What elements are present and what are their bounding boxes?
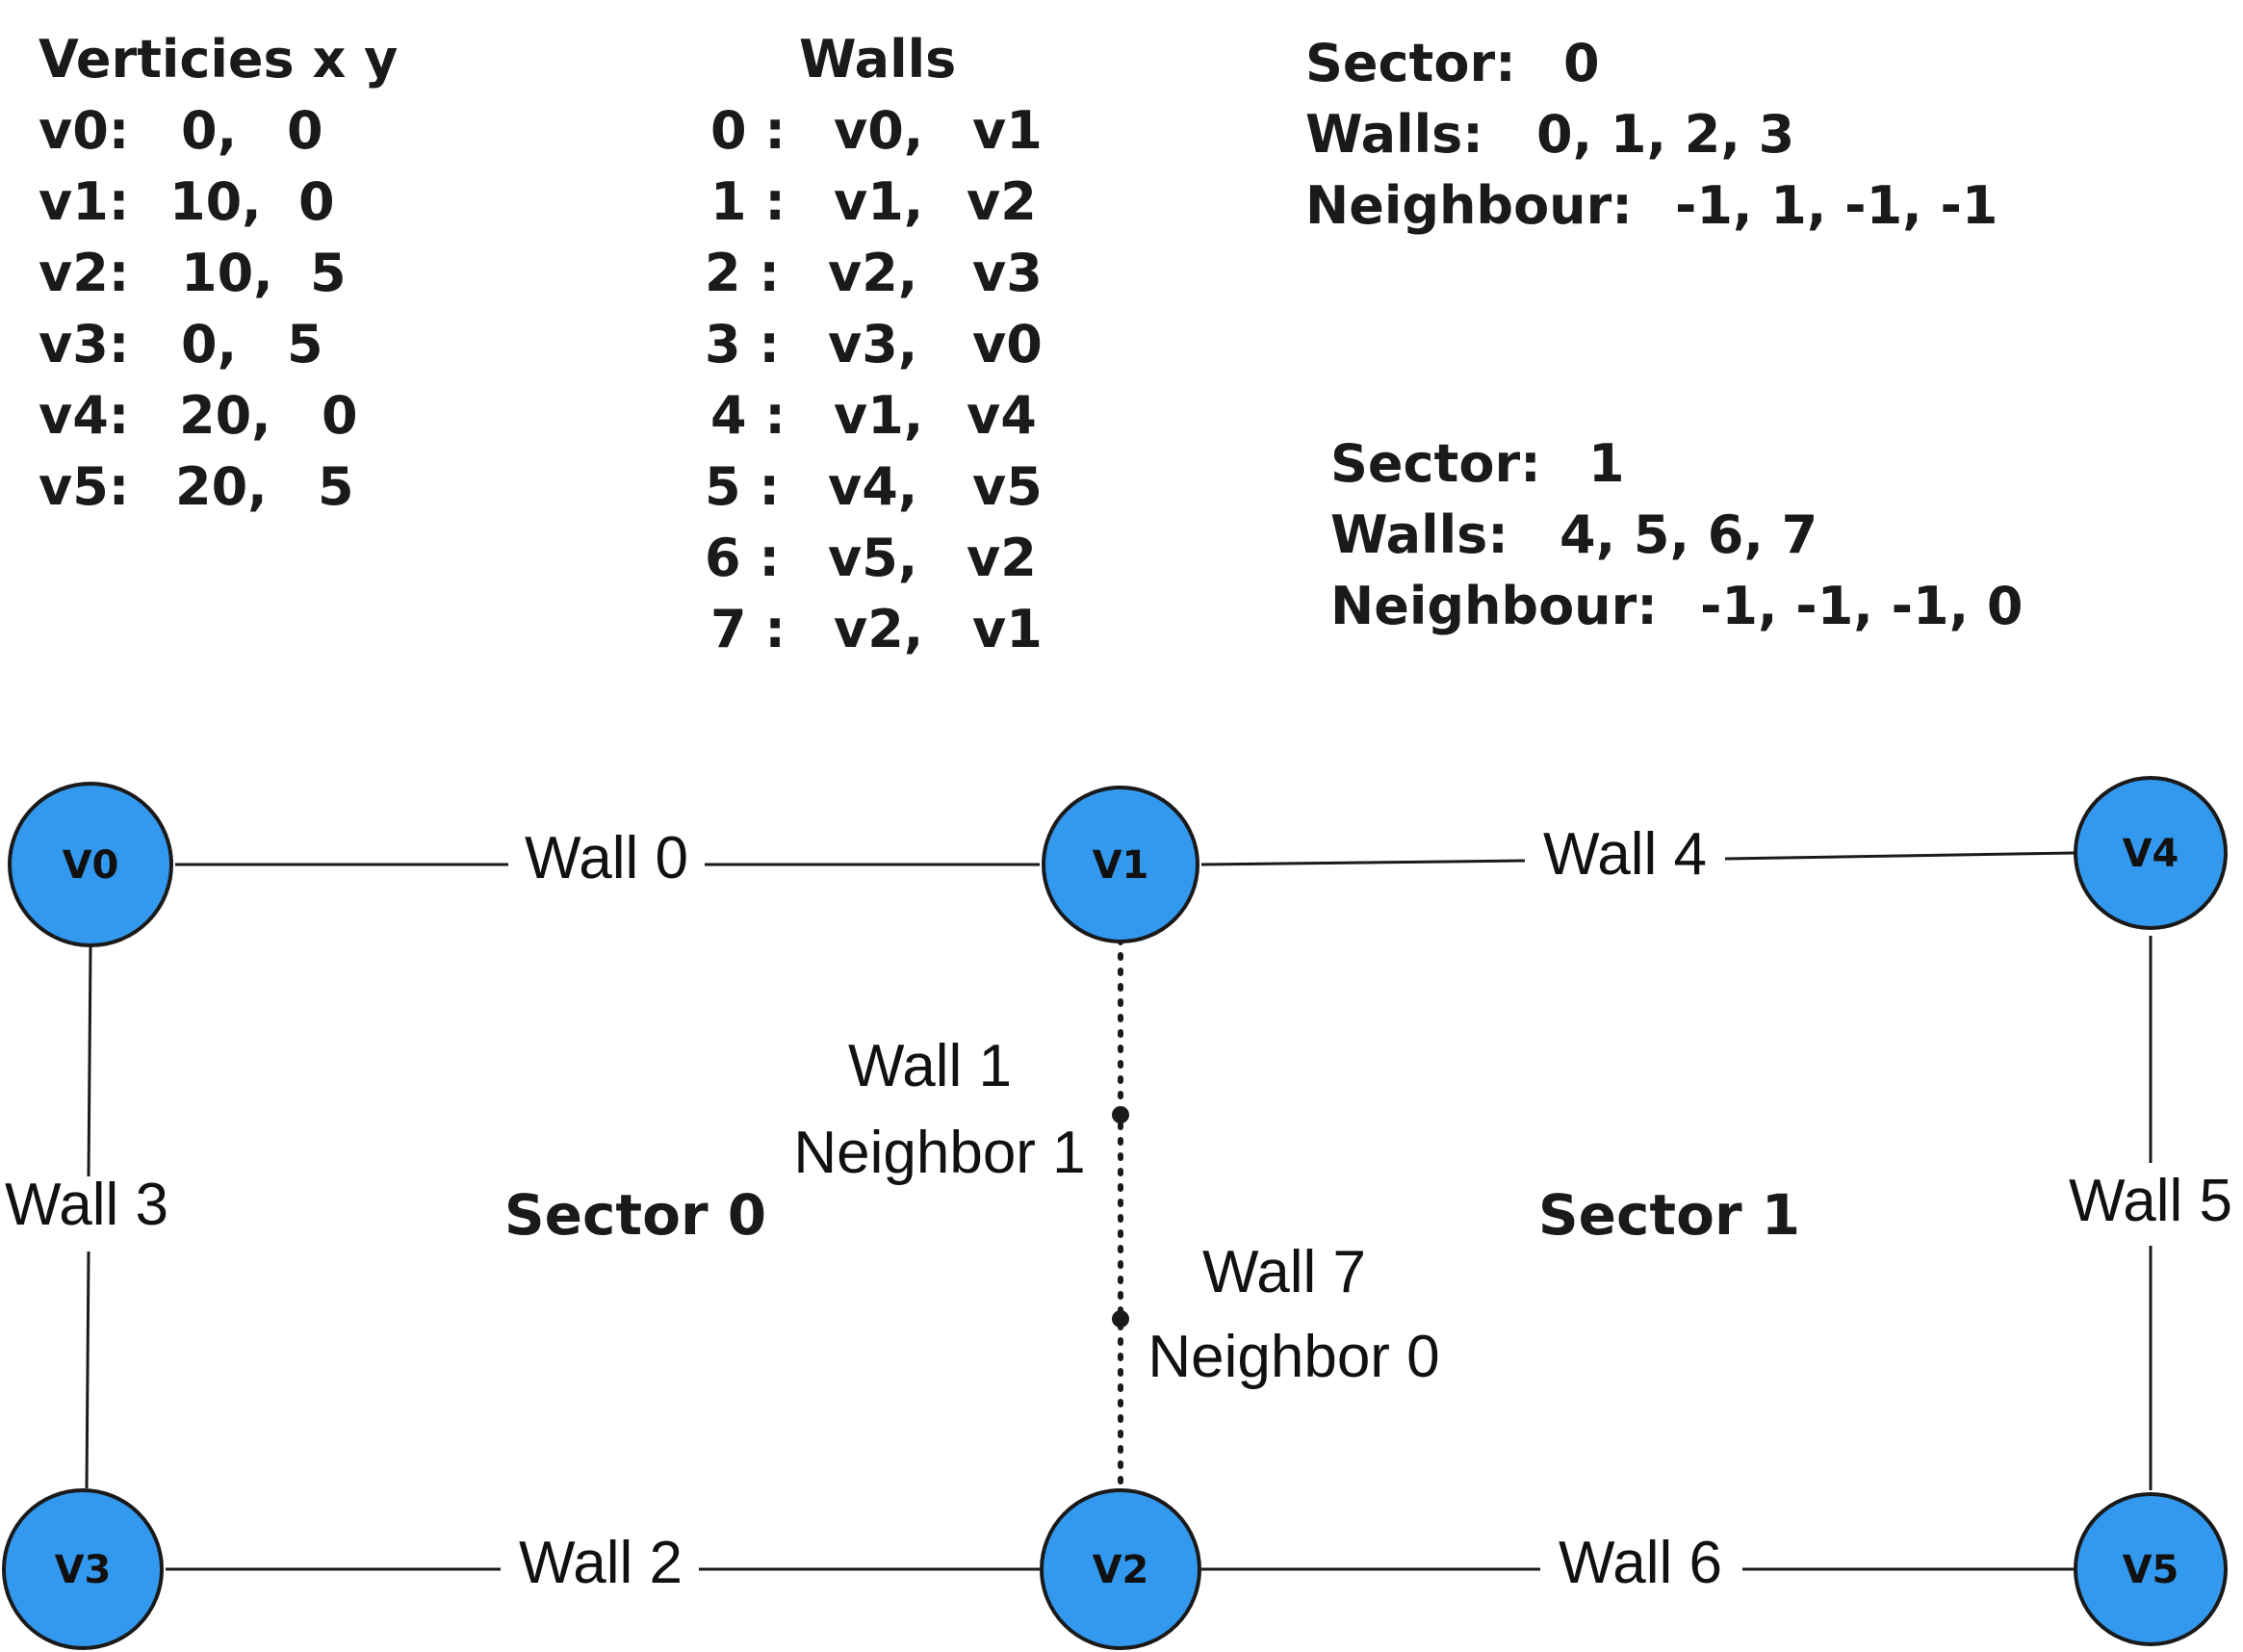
sector-0-info: Sector: 0 Walls: 0, 1, 2, 3 Neighbour: -… [1305,33,1998,236]
vertex-row-name: v0: [39,100,129,161]
sector-0-value: 0 [1563,33,1600,93]
vertex-row-x: 20, [175,456,268,517]
sector-0-neighbour-label: Neighbour: [1305,175,1633,236]
wall-7-label: Wall 7 [1202,1239,1366,1305]
wall-3-label: Wall 3 [5,1172,168,1238]
wall-row-index: 0 : [710,100,786,161]
node-v0: V0 [8,782,173,947]
vertex-row-name: v1: [39,171,129,232]
vertex-row-x: 10, [181,243,273,303]
vertices-table: Verticies x y v0: 0, 0 v1: 10, 0 v2: 10,… [39,29,398,517]
vertex-row-x: 0, [181,100,237,161]
vertex-row-y: 5 [287,314,323,374]
node-v2: V2 [1040,1488,1201,1650]
wall-row-b: v4 [967,385,1037,446]
walls-header: Walls [799,29,956,90]
sector-1-walls-label: Walls: [1330,504,1508,565]
vertex-row-x: 10, [169,171,262,232]
sector-1-region-label: Sector 1 [1538,1182,1800,1248]
wall-4-line-left [1200,859,1526,866]
wall-row-b: v2 [967,171,1037,232]
wall-1-label: Wall 1 [848,1033,1012,1099]
wall-row-b: v1 [972,100,1043,161]
node-v1-label: V1 [1093,843,1149,888]
node-v4-label: V4 [2123,832,2179,876]
wall-1-neighbor-label: Neighbor 1 [793,1120,1085,1186]
sector-0-label: Sector: [1305,33,1516,93]
vertex-row-y: 5 [318,456,354,517]
wall-row-b: v5 [972,456,1043,517]
sector-1-walls-value: 4, 5, 6, 7 [1560,504,1818,565]
sector-1-label: Sector: [1330,433,1541,494]
wall-row-index: 2 : [705,243,780,303]
wall-row-a: v0, [834,100,923,161]
vertex-row-name: v5: [39,456,129,517]
vertex-row-y: 5 [310,243,347,303]
wall-row-b: v2 [967,528,1037,588]
wall-row-index: 1 : [710,171,786,232]
vertex-row-name: v4: [39,385,129,446]
wall-row-a: v2, [834,599,923,659]
diagram-edges [85,851,2153,1571]
wall-row-a: v3, [828,314,917,374]
sector-1-value: 1 [1588,433,1625,494]
wall-row-a: v4, [828,456,917,517]
wall-row-a: v5, [828,528,917,588]
sector-0-region-label: Sector 0 [504,1182,766,1248]
node-v0-label: V0 [63,843,119,888]
wall-4-label: Wall 4 [1543,821,1707,888]
wall-row-index: 5 : [705,456,780,517]
wall-row-index: 6 : [705,528,780,588]
vertex-row-y: 0 [322,385,358,446]
node-v1: V1 [1042,786,1199,943]
wall-3-line-bottom [85,1251,90,1489]
wall-4-line-right [1724,851,2075,861]
wall-row-a: v2, [828,243,917,303]
wall-row-a: v1, [834,171,923,232]
vertex-row-name: v3: [39,314,129,374]
wall-row-index: 4 : [710,385,786,446]
wall-7-neighbor-label: Neighbor 0 [1147,1324,1439,1390]
node-v2-label: V2 [1093,1548,1149,1592]
node-v3: V3 [2,1488,164,1650]
sector-1-neighbour-value: -1, -1, -1, 0 [1700,576,2023,636]
wall-row-index: 3 : [705,314,780,374]
wall-row-b: v3 [972,243,1043,303]
vertex-row-y: 0 [298,171,335,232]
wall-1-midpoint-dot [1112,1106,1129,1123]
node-v5: V5 [2074,1492,2228,1646]
sector-0-walls-value: 0, 1, 2, 3 [1536,104,1794,165]
edge-labels: Wall 0 Wall 4 Wall 3 Wall 5 Wall 2 Wall … [5,821,2232,1596]
wall-3-line-top [87,946,92,1177]
walls-table: Walls 0 : v0, v1 1 : v1, v2 2 : v2, v3 3… [705,29,1043,659]
wall-2-label: Wall 2 [519,1530,683,1596]
sector-0-walls-label: Walls: [1305,104,1483,165]
vertex-row-y: 0 [287,100,323,161]
node-v5-label: V5 [2123,1548,2179,1592]
vertex-nodes: V0 V1 V4 V3 V2 V5 [2,776,2228,1650]
sector-1-info: Sector: 1 Walls: 4, 5, 6, 7 Neighbour: -… [1330,433,2023,636]
wall-0-label: Wall 0 [525,825,688,891]
wall-row-a: v1, [834,385,923,446]
wall-row-b: v0 [972,314,1043,374]
vertex-row-x: 0, [181,314,237,374]
vertex-row-name: v2: [39,243,129,303]
wall-5-label: Wall 5 [2069,1168,2232,1234]
vertex-row-x: 20, [179,385,271,446]
node-v4: V4 [2074,776,2228,930]
sector-0-neighbour-value: -1, 1, -1, -1 [1675,175,1998,236]
sector-1-neighbour-label: Neighbour: [1330,576,1658,636]
wall-6-label: Wall 6 [1559,1530,1722,1596]
node-v3-label: V3 [55,1548,112,1592]
vertices-header: Verticies x y [39,29,398,90]
wall-7-midpoint-dot [1112,1310,1129,1328]
wall-row-index: 7 : [710,599,786,659]
wall-row-b: v1 [972,599,1043,659]
